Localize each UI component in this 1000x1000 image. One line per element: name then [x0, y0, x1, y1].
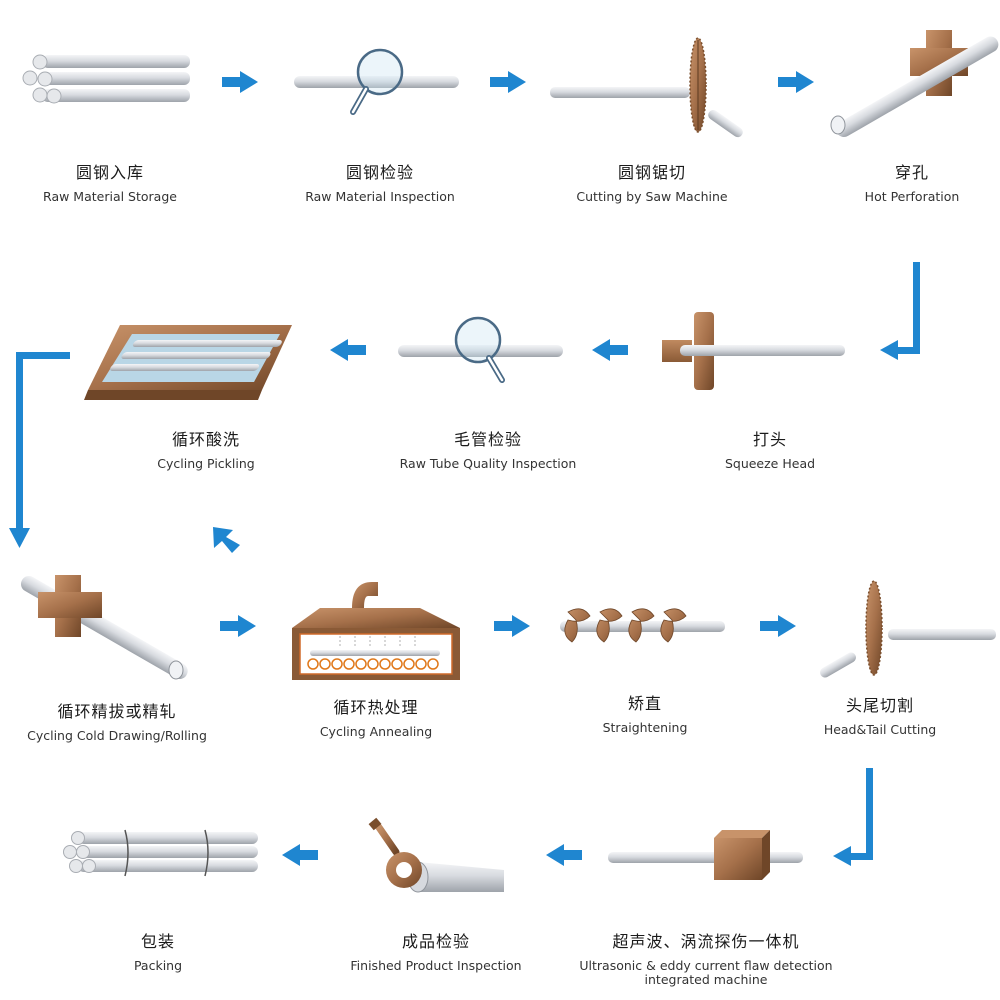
flaw-detector-icon — [608, 830, 803, 880]
arrow-left-icon — [592, 339, 628, 361]
piercing-mill-icon — [830, 30, 999, 137]
bundle-icon — [22, 54, 190, 104]
step-label: 循环酸洗 Cycling Pickling — [76, 430, 336, 471]
arrow-left-icon — [282, 844, 318, 866]
saw-blade-icon — [820, 580, 996, 678]
step-title-en: Head&Tail Cutting — [823, 722, 937, 737]
step-title-en: Squeeze Head — [724, 456, 816, 471]
flow-arrows — [9, 71, 920, 866]
step-label: 打头 Squeeze Head — [640, 430, 900, 471]
step-title-zh: 圆钢入库 — [75, 163, 144, 182]
step-title-en: Ultrasonic & eddy current flaw detection — [579, 958, 833, 973]
step-title-en: Cycling Cold Drawing/Rolling — [27, 728, 207, 743]
step-title-en: Raw Material Storage — [43, 189, 177, 204]
step-title-zh: 圆钢检验 — [345, 163, 414, 182]
step-title-zh: 打头 — [752, 430, 787, 449]
arrow-right-icon — [760, 615, 796, 637]
packed-bundle-icon — [63, 829, 258, 877]
arrow-right-icon — [222, 71, 258, 93]
step-title-en: Raw Material Inspection — [305, 189, 455, 204]
arrow-left-icon — [880, 340, 898, 360]
connector-line — [16, 352, 70, 359]
step-label: 矫直 Straightening — [515, 694, 775, 735]
step-title-en: Finished Product Inspection — [350, 958, 522, 973]
magnifier-icon — [294, 48, 459, 115]
straightener-icon — [560, 608, 725, 643]
step-title-zh: 循环酸洗 — [171, 430, 240, 449]
step-label: 成品检验 Finished Product Inspection — [306, 932, 566, 973]
arrow-left-icon — [833, 846, 851, 866]
step-title-zh: 圆钢锯切 — [617, 163, 686, 182]
pickling-tank-icon — [84, 325, 292, 400]
step-label: 循环精拔或精轧 Cycling Cold Drawing/Rolling — [0, 702, 247, 743]
step-title-zh: 毛管检验 — [453, 430, 522, 449]
step-title-zh: 超声波、涡流探伤一体机 — [612, 932, 800, 951]
arrow-down-icon — [9, 528, 30, 548]
step-label: 超声波、涡流探伤一体机 Ultrasonic & eddy current fl… — [556, 932, 856, 987]
step-label: 包装 Packing — [28, 932, 288, 973]
connector-line — [866, 768, 873, 860]
drawing-die-icon — [20, 575, 188, 680]
connector-line — [850, 853, 873, 860]
step-title-zh: 矫直 — [627, 694, 662, 713]
connector-line — [913, 262, 920, 354]
arrow-right-icon — [220, 615, 256, 637]
arrow-left-icon — [546, 844, 582, 866]
step-title-en: Cycling Pickling — [157, 456, 255, 471]
connector-line — [898, 347, 920, 354]
arrow-right-icon — [778, 71, 814, 93]
step-label: 圆钢检验 Raw Material Inspection — [250, 163, 510, 204]
furnace-icon — [292, 582, 460, 680]
step-title-zh: 穿孔 — [894, 163, 929, 182]
step-label: 循环热处理 Cycling Annealing — [246, 698, 506, 739]
step-title-zh: 包装 — [140, 932, 175, 951]
step-label: 毛管检验 Raw Tube Quality Inspection — [358, 430, 618, 471]
step-title-en: Hot Perforation — [864, 189, 960, 204]
magnifier-icon — [398, 316, 563, 383]
step-title-zh: 循环精拔或精轧 — [57, 702, 177, 721]
step-title-en: Cutting by Saw Machine — [576, 189, 728, 204]
step-title-en: Packing — [133, 958, 183, 973]
step-label: 圆钢锯切 Cutting by Saw Machine — [522, 163, 782, 204]
inspection-tool-icon — [368, 817, 504, 893]
saw-blade-icon — [550, 37, 743, 138]
step-title-en: Straightening — [602, 720, 688, 735]
step-label: 头尾切割 Head&Tail Cutting — [750, 696, 1000, 737]
arrow-right-icon — [490, 71, 526, 93]
connector-line — [16, 352, 23, 530]
step-title-zh: 循环热处理 — [333, 698, 419, 717]
step-title-zh: 头尾切割 — [845, 696, 914, 715]
step-label: 圆钢入库 Raw Material Storage — [0, 163, 240, 204]
step-title-en: Raw Tube Quality Inspection — [399, 456, 577, 471]
step-title-en-line2: integrated machine — [644, 972, 768, 987]
arrow-left-icon — [330, 339, 366, 361]
arrow-right-icon — [494, 615, 530, 637]
step-title-en: Cycling Annealing — [319, 724, 433, 739]
step-title-zh: 成品检验 — [401, 932, 470, 951]
step-label: 穿孔 Hot Perforation — [782, 163, 1000, 204]
arrow-cycle-icon — [213, 527, 240, 553]
head-press-icon — [662, 312, 845, 390]
